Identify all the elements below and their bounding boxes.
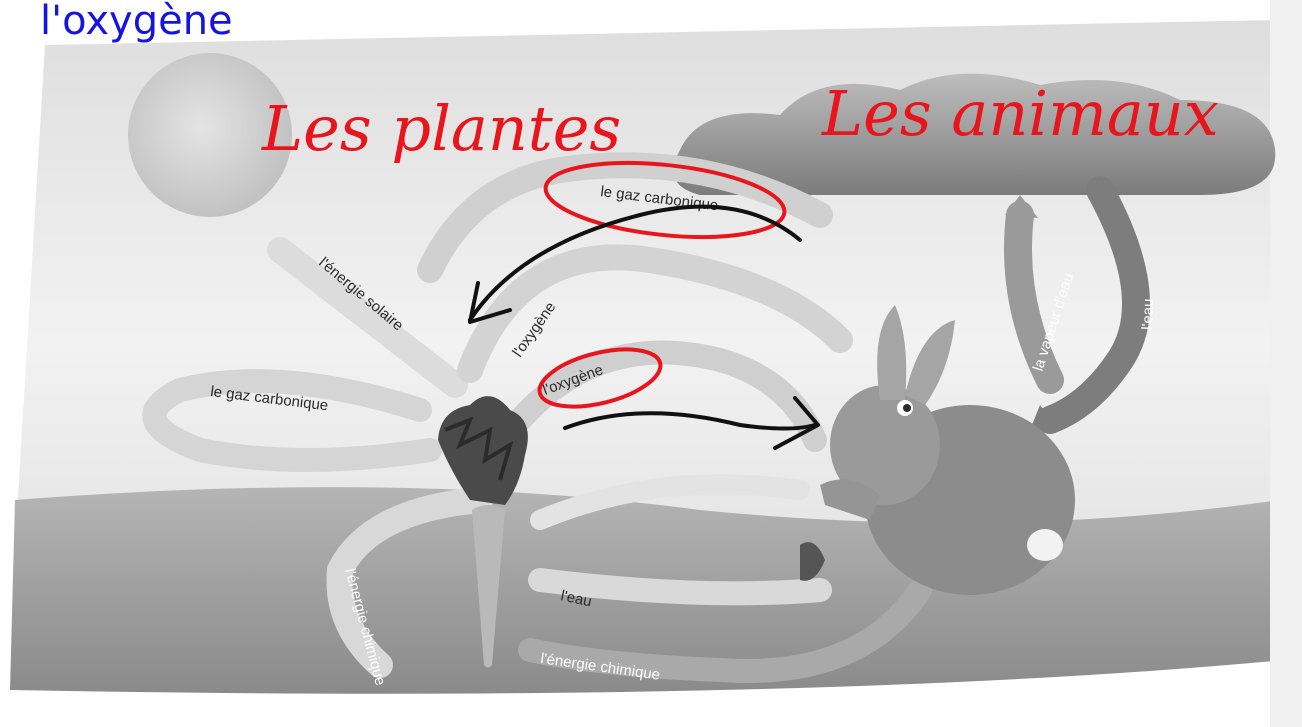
handwritten-animals: Les animaux: [821, 77, 1219, 150]
page-edge-shadow: [1270, 0, 1302, 727]
handwritten-plants: Les plantes: [261, 92, 621, 165]
handwritten-oxygen: l'oxygène: [40, 0, 233, 44]
label-water-right: l'eau: [1139, 298, 1157, 330]
